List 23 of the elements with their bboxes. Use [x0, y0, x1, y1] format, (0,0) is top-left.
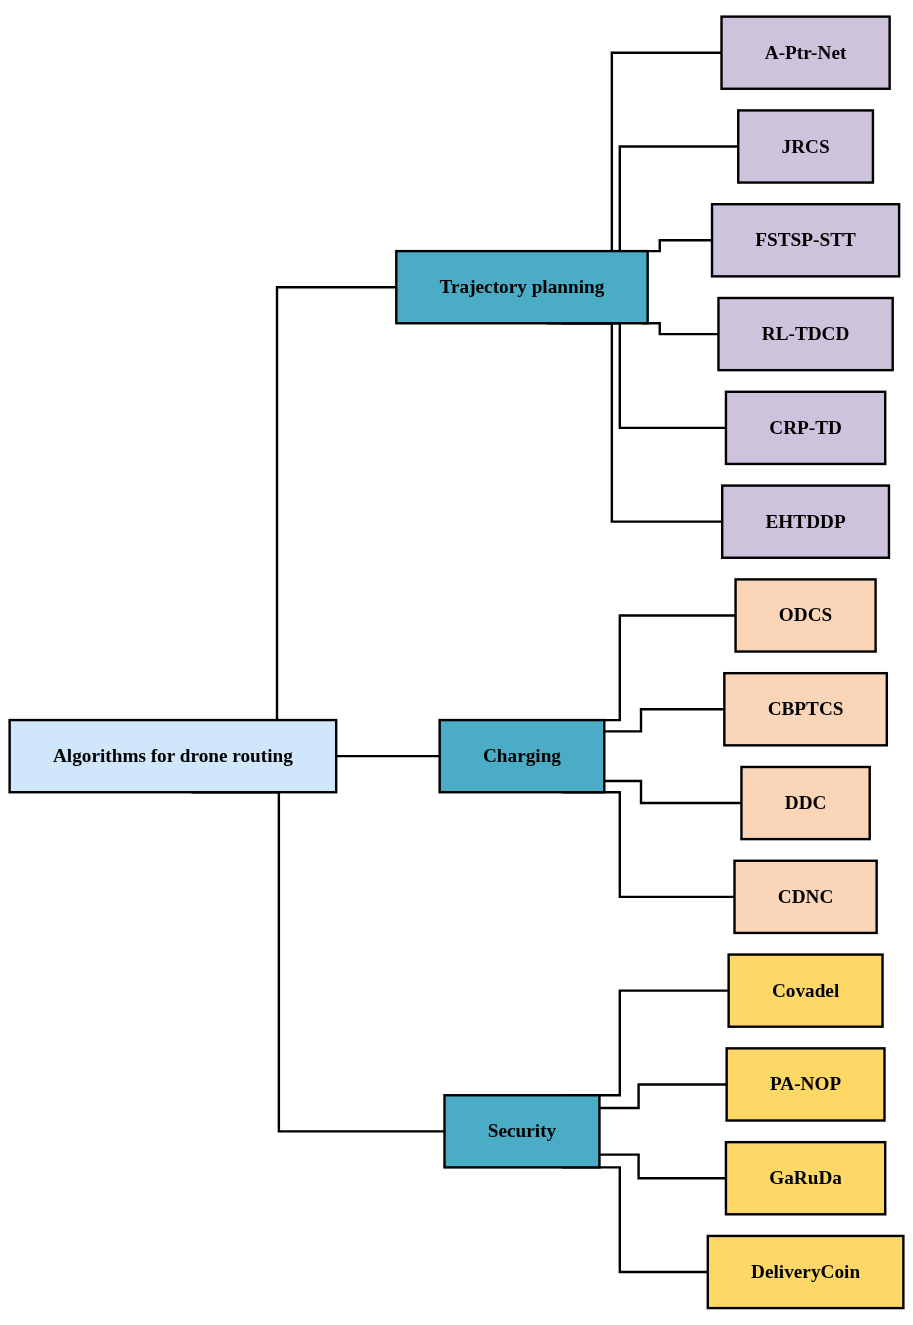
node-box: Algorithms for drone routing: [8, 719, 338, 794]
connector: [599, 1083, 727, 1110]
connector: [599, 1153, 726, 1180]
node-box: DeliveryCoin: [706, 1234, 905, 1310]
node-box: EHTDDP: [721, 484, 891, 560]
node-box: GaRuDa: [724, 1141, 887, 1216]
node-box: CRP-TD: [724, 390, 887, 466]
node-box: PA-NOP: [725, 1047, 886, 1122]
node-box: CBPTCS: [723, 672, 889, 747]
node-box: ODCS: [734, 578, 877, 653]
node-box: Charging: [438, 719, 606, 794]
node-box: Covadel: [727, 953, 884, 1029]
connector: [336, 755, 440, 758]
node-box: DDC: [740, 765, 871, 841]
node-box: RL-TDCD: [717, 296, 894, 372]
node-box: A-Ptr-Net: [720, 15, 891, 91]
node-box: Trajectory planning: [395, 250, 649, 325]
node-box: CDNC: [733, 859, 878, 935]
connector: [604, 779, 742, 805]
node-box: JRCS: [737, 109, 875, 184]
connector: [604, 708, 725, 733]
node-box: FSTSP-STT: [710, 203, 901, 278]
node-box: Security: [443, 1094, 601, 1169]
